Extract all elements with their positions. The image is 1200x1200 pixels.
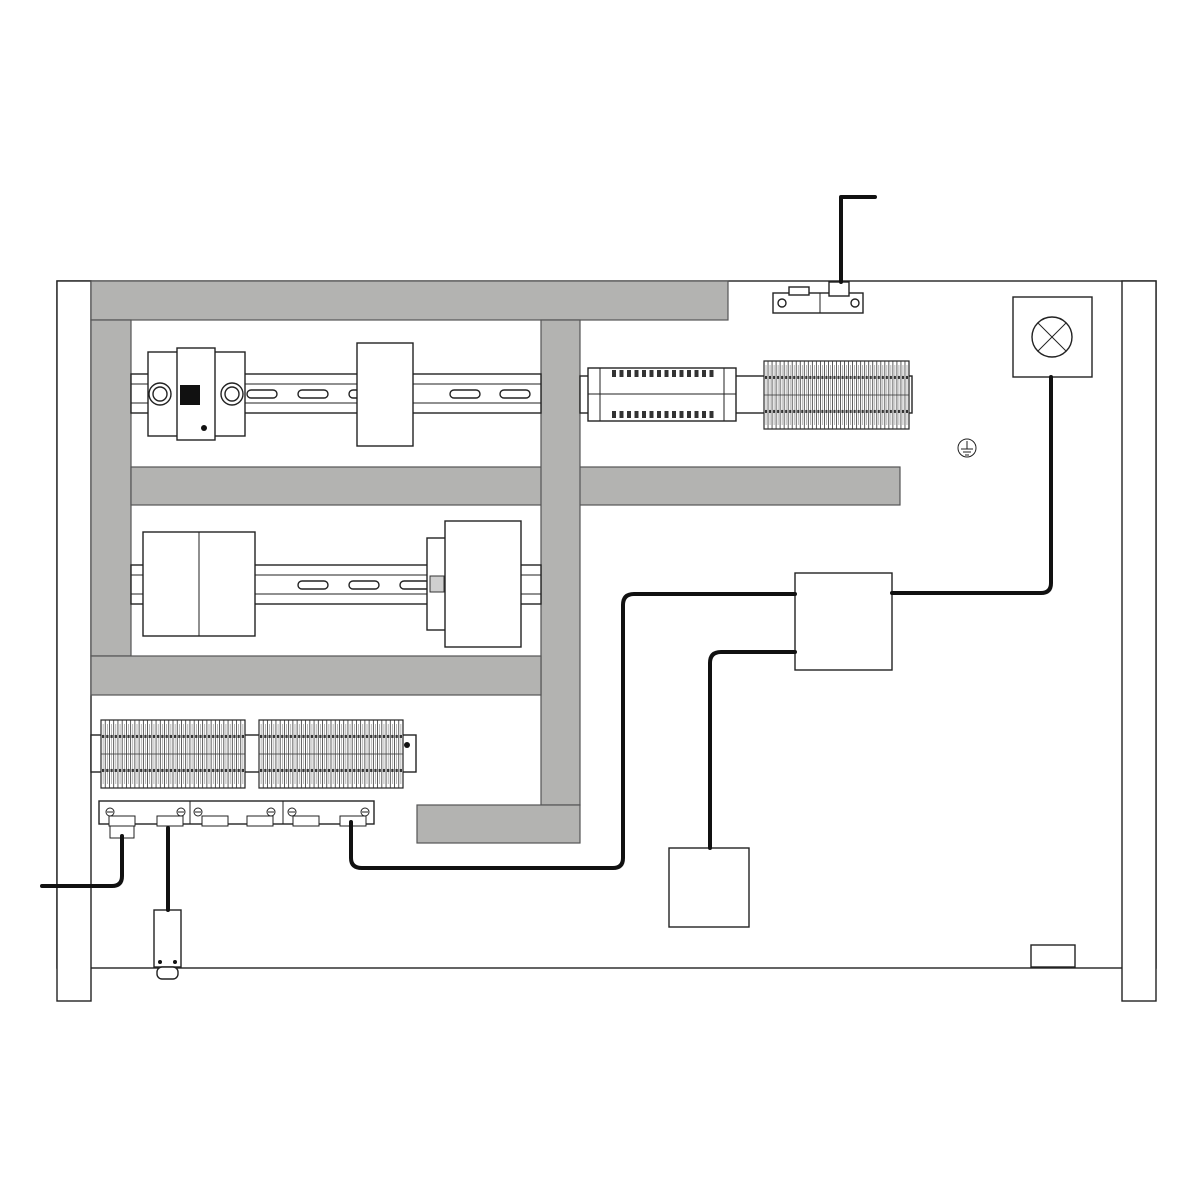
terminal-rail-bottom-left [90, 719, 417, 789]
top-cable-entry [772, 281, 864, 314]
cable-gland-strip [98, 800, 375, 839]
cable-gland [246, 815, 274, 827]
lamp-cable [890, 375, 1053, 595]
external-cable [40, 834, 124, 888]
duct-left [90, 319, 132, 657]
lower-box-cable [708, 650, 797, 850]
rail-slot [399, 580, 431, 590]
din-rail-middle [130, 520, 542, 648]
junction-box-lower [668, 847, 750, 928]
wiring [40, 195, 1053, 912]
terminal-rail-top-right [579, 360, 913, 430]
right-side-rail [1121, 280, 1157, 1002]
rail-slot [297, 389, 329, 399]
cable-glands [105, 807, 370, 839]
duct-middle [130, 466, 901, 506]
cable-gland [201, 815, 229, 827]
rail-slot [297, 580, 329, 590]
power-supply [426, 520, 522, 648]
bottom-latch [1030, 944, 1076, 968]
ground-symbol-icon [957, 438, 977, 458]
terminal-block-strip-left [100, 719, 246, 789]
sensor-probe [153, 909, 182, 980]
duct-bottom [416, 804, 581, 844]
rail-slot [499, 389, 531, 399]
duct-lower [90, 655, 542, 696]
rail-slot [348, 580, 380, 590]
rail-slot [449, 389, 481, 399]
duct-vertical-center [540, 319, 581, 806]
rail-slot [246, 389, 278, 399]
indicator-lamp [1012, 296, 1093, 378]
incoming-supply-cable [839, 195, 877, 284]
relay-module [356, 342, 414, 447]
wire-ducts [90, 280, 901, 844]
terminal-block-strip-right [258, 719, 404, 789]
distribution-block-teeth [612, 370, 714, 418]
cable-gland [292, 815, 320, 827]
din-rail-top [130, 342, 542, 447]
distribution-block [587, 367, 737, 422]
cable-gland [108, 815, 136, 827]
upper-box-cable [349, 592, 797, 870]
terminal-block-strip-top [763, 360, 910, 430]
circuit-breaker [147, 347, 246, 441]
left-side-rail [56, 280, 92, 1002]
junction-box-upper [794, 572, 893, 671]
cable-gland [156, 815, 184, 827]
breaker-toggle [180, 385, 200, 405]
duct-top [90, 280, 729, 321]
